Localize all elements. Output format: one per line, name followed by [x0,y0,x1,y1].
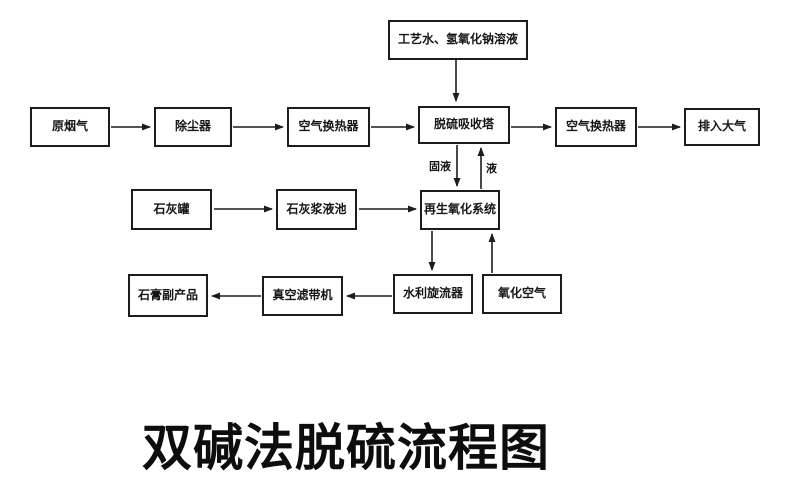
node-process-water-naoh-solution: 工艺水、氢氧化钠溶液 [388,20,528,60]
node-discharge-to-atmosphere: 排入大气 [684,108,760,146]
node-air-heat-exchanger-1: 空气换热器 [287,107,370,147]
edge-label-liquid: 液 [486,162,497,175]
node-hydrocyclone: 水利旋流器 [393,274,473,314]
node-air-heat-exchanger-2: 空气换热器 [555,107,637,147]
node-regeneration-oxidation-system: 再生氧化系统 [420,190,500,230]
node-dust-remover: 除尘器 [154,107,232,147]
node-lime-tank: 石灰罐 [131,189,212,230]
node-gypsum-byproduct: 石膏副产品 [128,274,208,317]
diagram-title: 双碱法脱硫流程图 [142,418,550,477]
node-lime-slurry-pool: 石灰浆液池 [276,189,357,230]
node-raw-flue-gas: 原烟气 [30,107,110,147]
node-vacuum-belt-filter: 真空滤带机 [262,276,343,316]
node-desulfurization-absorption-tower: 脱硫吸收塔 [418,106,510,144]
edge-label-solid-liquid: 固液 [429,160,451,173]
node-oxidation-air: 氧化空气 [482,274,562,314]
